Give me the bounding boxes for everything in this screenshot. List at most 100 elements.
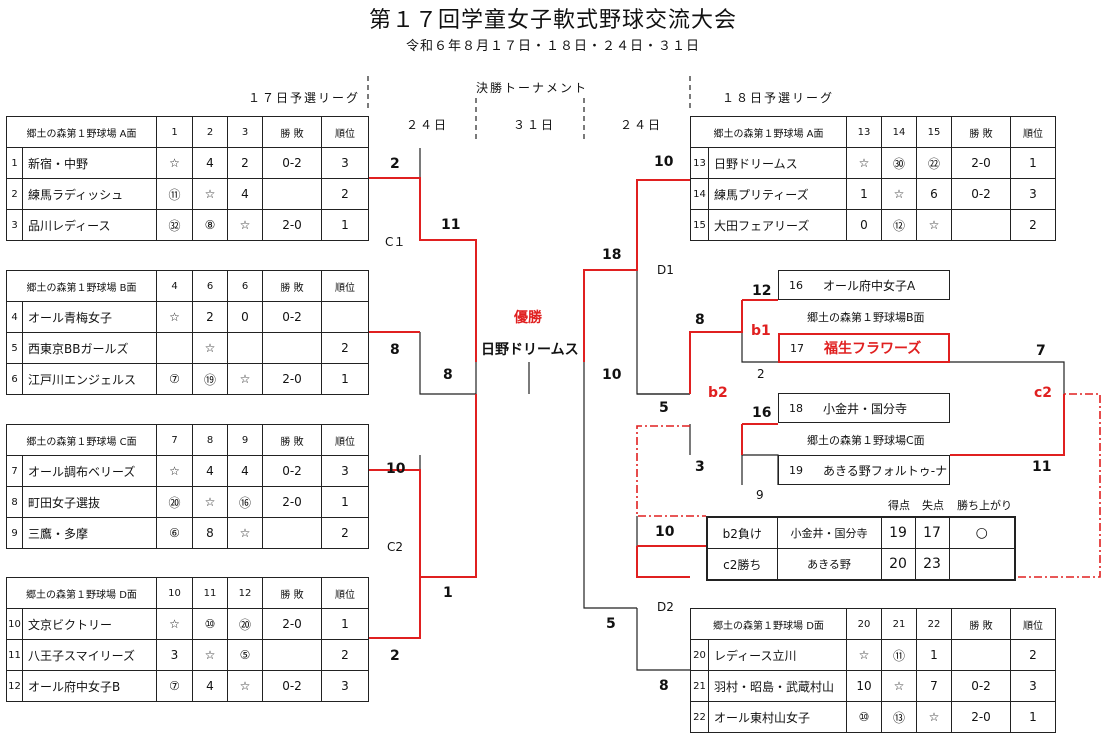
team-name: 練馬プリティーズ [708,178,847,210]
win-loss: 0-2 [262,147,322,179]
score-b2-top: 8 [695,312,705,328]
team-name: 八王子スマイリーズ [22,639,157,671]
team-name: あきる野フォルトゥ-ナ [823,463,948,478]
score-b2-bottom: 3 [695,459,705,475]
result-cell: ☆ [192,332,228,364]
result-cell: 0 [227,301,263,333]
points-for: 20 [880,548,916,581]
champion-team: 日野ドリームス [481,342,579,358]
result-cell: ⑫ [881,209,917,241]
team-name: 品川レディース [22,209,157,241]
page-title: 第１７回学童女子軟式野球交流大会 [368,8,737,33]
team-name: オール調布ベリーズ [22,455,157,487]
result-cell: ㉜ [156,209,193,241]
tiebreak-table: b2負け 小金井・国分寺 19 17 ○ c2勝ち あきる野 20 23 [706,516,1016,581]
result-cell: 4 [227,455,263,487]
venue-label: 郷土の森第１野球場 A面 [6,116,157,148]
col-rank: 順位 [1010,608,1056,640]
score-c2-top: 7 [1036,343,1046,359]
win-loss [262,178,322,210]
team-box-17: 17 福生フラワーズ [778,333,950,363]
result-cell: 4 [192,670,228,702]
c1-label: C１ [385,235,406,249]
result-cell: ⑪ [881,639,917,671]
result-cell: ☆ [881,670,917,702]
result-cell: ☆ [227,670,263,702]
row-no: 22 [690,701,709,733]
rank: 3 [321,670,369,702]
final-tournament-header: 決勝トーナメント [476,81,589,95]
result-cell: ☆ [192,178,228,210]
rank: 3 [1010,178,1056,210]
row-no: 21 [690,670,709,702]
result-cell: ☆ [192,486,228,518]
score-a1: 2 [390,156,400,172]
team-name: 新宿・中野 [22,147,157,179]
result-cell: 2 [227,147,263,179]
score-b1-top: 12 [752,283,772,299]
result-cell: ⑦ [156,363,193,395]
result-cell [156,332,193,364]
score-d2-left: 5 [606,616,616,632]
col-num: 1 [156,116,193,148]
col-win-loss: 勝 敗 [262,577,322,609]
rank: 2 [321,178,369,210]
b2-label: b2 [708,385,728,401]
row-no: 5 [6,332,23,364]
col-num: 6 [227,270,263,302]
win-loss: 2-0 [951,701,1011,733]
left-league-header: １７日予選リーグ [248,91,361,105]
team-no: 16 [789,278,803,292]
col-num: 6 [192,270,228,302]
score-d2-bottom: 8 [659,678,669,694]
score-d2-top: 10 [655,524,675,540]
result-cell: ☆ [227,363,263,395]
score-b1: 8 [390,342,400,358]
result-cell: ⑳ [156,486,193,518]
score-b2-out: 5 [659,400,669,416]
score-c2-bottom: 1 [443,585,453,601]
score-c1-bottom: 8 [443,367,453,383]
rank: 2 [1010,639,1056,671]
win-loss [262,517,322,549]
rank: 1 [321,363,369,395]
rank: 2 [321,517,369,549]
col-win-loss: 勝 敗 [262,424,322,456]
result-cell: ㉚ [881,147,917,179]
team-no: 19 [789,463,803,477]
c2-label: C2 [387,540,404,554]
event-dates: 令和６年８月１７日・１８日・２４日・３１日 [405,39,700,54]
col-rank: 順位 [321,577,369,609]
result-cell: ⑧ [192,209,228,241]
result-cell: ☆ [846,639,882,671]
team-no: 17 [790,341,804,355]
result-cell: ㉒ [916,147,952,179]
result-cell: ⑩ [846,701,882,733]
dashed-dividers [367,76,691,140]
team-box-16: 16 オール府中女子A [778,270,950,300]
team-name: あきる野 [776,548,882,581]
score-c-row: 10 [386,461,406,477]
header-score: 得点 [888,499,910,512]
score-b19: 9 [756,488,764,502]
row-no: 2 [6,178,23,210]
col-num: 7 [156,424,193,456]
win-loss: 2-0 [262,209,322,241]
result-cell: ☆ [156,147,193,179]
black-lines [419,148,1065,671]
row-no: 9 [6,517,23,549]
team-name: 福生フラワーズ [824,341,922,357]
result-cell: ⑩ [192,608,228,640]
right-league-header: １８日予選リーグ [722,91,835,105]
